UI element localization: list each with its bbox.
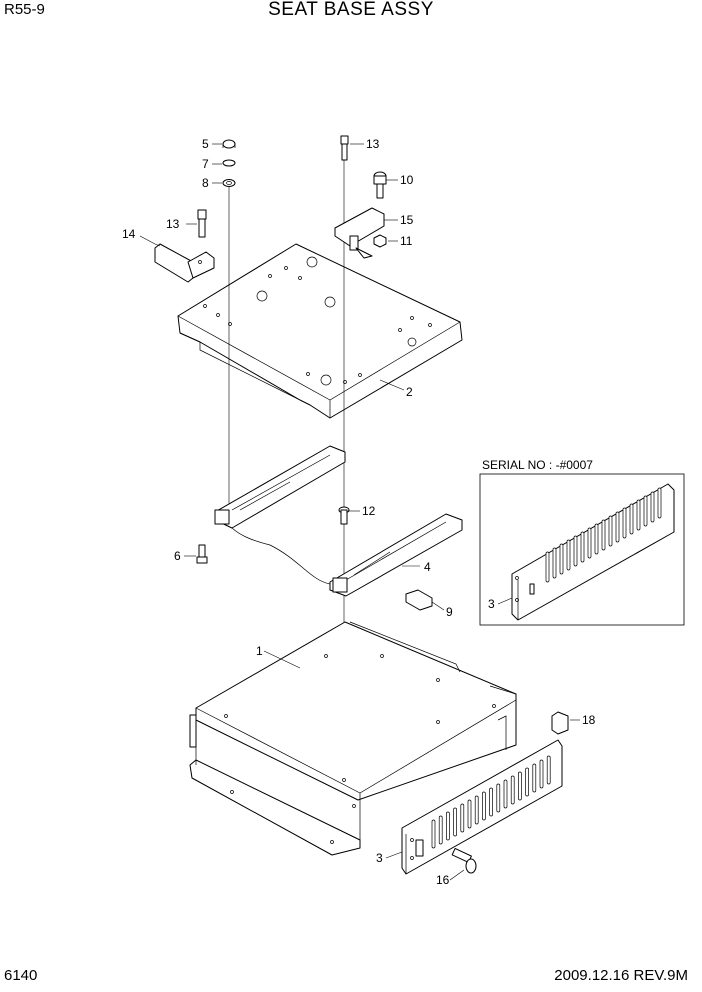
- callout-16: 16: [436, 873, 450, 887]
- bolt-part-12: [338, 506, 350, 525]
- knob-screw-part-16: [451, 847, 477, 874]
- vent-slot: [573, 535, 578, 567]
- callout-7: 7: [202, 157, 209, 171]
- vent-slot: [532, 763, 537, 793]
- seat-box-part-1: [189, 621, 517, 856]
- callout-14: 14: [122, 227, 136, 241]
- bolt-part-13-left: [197, 209, 207, 238]
- vent-slot: [460, 803, 465, 833]
- vent-slot: [510, 775, 515, 805]
- vent-slot: [629, 503, 634, 535]
- bracket-part-14: [154, 243, 215, 283]
- vent-slot: [453, 807, 457, 837]
- serial-number-inset: [479, 473, 685, 626]
- callout-3-inset: 3: [488, 597, 495, 611]
- vent-slot: [496, 783, 501, 813]
- vent-slot: [446, 811, 450, 841]
- page-number: 6140: [4, 967, 38, 984]
- callout-labels: 5 7 8 13 10 13 14 15 11 2 12 6 4 9 1 18 …: [122, 137, 596, 887]
- vent-slot: [482, 791, 486, 821]
- vent-slot: [489, 787, 493, 817]
- callout-13-top: 13: [366, 137, 380, 151]
- vent-slot: [657, 487, 662, 519]
- vent-slot: [587, 527, 592, 559]
- clip-part-9: [405, 589, 433, 611]
- nut-part-11: [373, 234, 387, 248]
- callout-9: 9: [446, 605, 453, 619]
- vent-slot: [438, 815, 443, 845]
- spring-washer-part-7: [222, 159, 236, 167]
- vent-slot: [594, 523, 599, 555]
- callout-15: 15: [400, 213, 414, 227]
- vent-slot: [467, 799, 472, 829]
- bolt-part-13-top: [340, 135, 349, 161]
- nut-part-5: [222, 139, 236, 149]
- callout-11: 11: [400, 234, 413, 248]
- callout-4: 4: [424, 560, 431, 574]
- vent-slot: [546, 755, 551, 785]
- vent-slot: [503, 779, 508, 809]
- vent-slot: [431, 819, 436, 849]
- callout-6: 6: [174, 549, 181, 563]
- page-title: SEAT BASE ASSY: [268, 0, 434, 20]
- vent-slot: [608, 515, 613, 547]
- model-label: R55-9: [4, 1, 45, 18]
- vent-slot: [525, 767, 529, 797]
- vent-slot: [552, 547, 557, 579]
- callout-1: 1: [256, 644, 263, 658]
- vent-slot: [622, 507, 627, 539]
- callout-13-left: 13: [166, 217, 180, 231]
- callout-8: 8: [202, 176, 209, 190]
- callout-12: 12: [362, 504, 376, 518]
- vent-slot: [539, 759, 544, 789]
- callout-10: 10: [400, 173, 414, 187]
- vent-slot: [545, 551, 550, 583]
- revision-date: 2009.12.16 REV.9M: [554, 967, 688, 984]
- knob-bolt-part-10: [373, 171, 387, 199]
- vent-slot: [566, 539, 571, 571]
- leader-lines: [139, 143, 580, 881]
- vent-slot: [601, 519, 606, 551]
- vent-slot: [643, 495, 648, 527]
- washer-part-8: [222, 179, 236, 187]
- vent-slot: [474, 795, 479, 825]
- vent-slot: [636, 499, 641, 531]
- vent-slot: [559, 543, 564, 575]
- seat-plate-part-2: [177, 243, 463, 419]
- callout-2: 2: [406, 385, 413, 399]
- vent-slot: [650, 491, 655, 523]
- seat-rail-part-4-left: [214, 445, 346, 529]
- callout-18: 18: [582, 713, 596, 727]
- seat-rail-part-4-right: [329, 513, 463, 597]
- vent-slot: [518, 771, 522, 801]
- callout-5: 5: [202, 137, 209, 151]
- vent-slot: [580, 531, 585, 563]
- clip-part-18: [551, 711, 569, 735]
- vent-cover-part-3-main: [401, 739, 563, 875]
- bolt-part-6: [196, 544, 208, 564]
- callout-3-main: 3: [376, 851, 383, 865]
- inset-serial-label: SERIAL NO : -#0007: [482, 458, 593, 472]
- vent-slot: [615, 511, 620, 543]
- bracket-part-15: [334, 207, 385, 259]
